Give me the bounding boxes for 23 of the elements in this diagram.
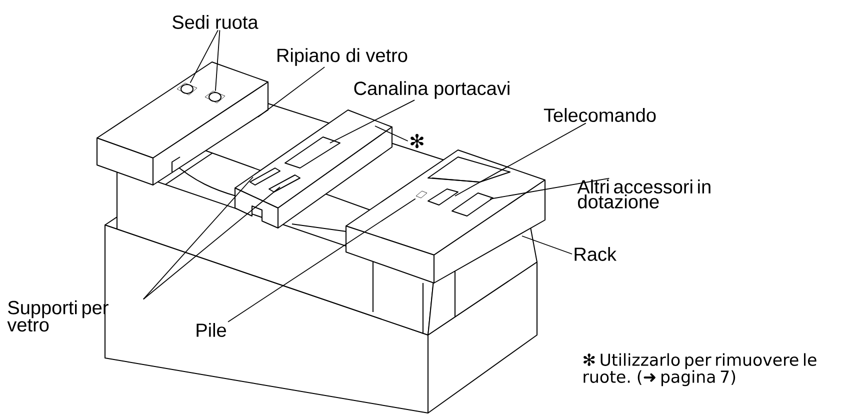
leader-line bbox=[490, 178, 610, 200]
leader-line bbox=[228, 198, 416, 322]
leader-line bbox=[522, 236, 572, 254]
leader-line bbox=[454, 122, 586, 196]
part-label: ✻ bbox=[410, 134, 424, 148]
part-label: Rack bbox=[574, 247, 616, 261]
leader-line bbox=[142, 186, 280, 300]
leader-line bbox=[330, 100, 416, 144]
footnote: ✻ Utilizzarlo per rimuovere le ruote. (➜ pagina 7) bbox=[584, 353, 816, 386]
part-label: Ripiano di vetro bbox=[278, 48, 408, 66]
slot bbox=[416, 190, 428, 198]
leader-line bbox=[374, 126, 408, 142]
part-label: Telecomando bbox=[544, 108, 656, 122]
wheel-socket bbox=[204, 90, 226, 104]
leader-line bbox=[190, 30, 218, 84]
leader-line bbox=[258, 66, 326, 118]
part-label: Pile bbox=[196, 323, 226, 337]
part-label: Altri accessori in dotazione bbox=[577, 180, 710, 208]
wheel-socket bbox=[176, 82, 198, 96]
leader-line bbox=[142, 176, 254, 300]
part-label: Sedi ruota bbox=[172, 15, 258, 29]
part-label: Canalina portacavi bbox=[354, 81, 510, 99]
leader-line bbox=[215, 30, 220, 92]
